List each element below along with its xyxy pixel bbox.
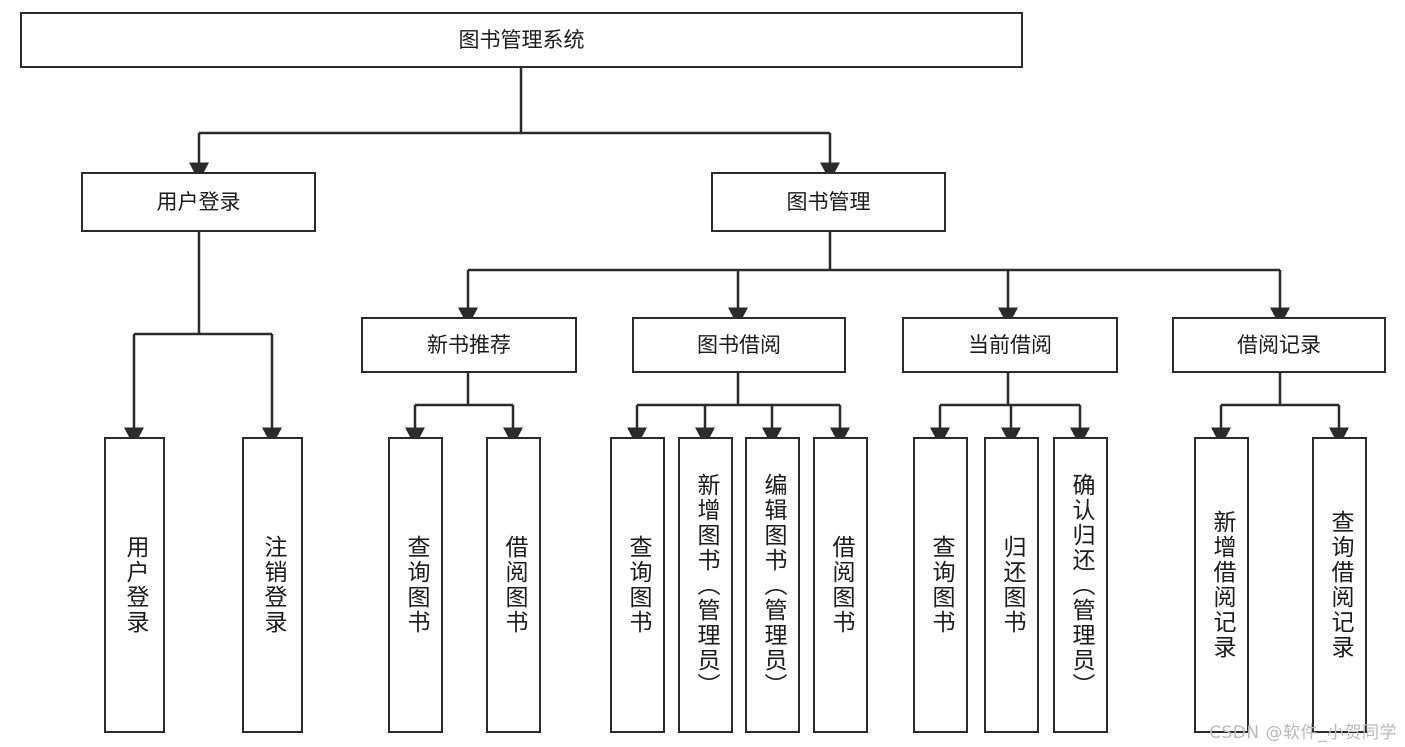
leaf-add-book-admin-label: 新增图书（管理员） bbox=[693, 472, 719, 698]
leaf-query-book-borrow[interactable]: 查询图书 bbox=[610, 437, 665, 733]
leaf-logout[interactable]: 注销登录 bbox=[242, 437, 303, 733]
node-new-book-recommend-label: 新书推荐 bbox=[427, 332, 511, 357]
leaf-query-book-borrow-label: 查询图书 bbox=[625, 535, 651, 635]
node-book-manage-label: 图书管理 bbox=[786, 189, 871, 214]
leaf-borrow-book-rec-label: 借阅图书 bbox=[501, 535, 527, 635]
node-borrow-record[interactable]: 借阅记录 bbox=[1172, 317, 1386, 373]
leaf-edit-book-admin[interactable]: 编辑图书（管理员） bbox=[745, 437, 800, 733]
leaf-query-borrow-record[interactable]: 查询借阅记录 bbox=[1312, 437, 1367, 733]
leaf-return-book[interactable]: 归还图书 bbox=[984, 437, 1039, 733]
leaf-add-borrow-record[interactable]: 新增借阅记录 bbox=[1194, 437, 1249, 733]
leaf-logout-label: 注销登录 bbox=[260, 535, 286, 635]
leaf-user-login-label: 用户登录 bbox=[122, 535, 148, 635]
leaf-query-book-current-label: 查询图书 bbox=[928, 535, 954, 635]
node-root[interactable]: 图书管理系统 bbox=[20, 12, 1023, 68]
node-book-borrow-label: 图书借阅 bbox=[697, 332, 781, 357]
node-current-borrow[interactable]: 当前借阅 bbox=[902, 317, 1118, 373]
node-current-borrow-label: 当前借阅 bbox=[968, 332, 1052, 357]
leaf-edit-book-admin-label: 编辑图书（管理员） bbox=[760, 472, 786, 698]
node-user-login[interactable]: 用户登录 bbox=[81, 172, 316, 232]
leaf-query-book-rec-label: 查询图书 bbox=[403, 535, 429, 635]
leaf-confirm-return-admin-label: 确认归还（管理员） bbox=[1068, 472, 1094, 698]
leaf-query-book-current[interactable]: 查询图书 bbox=[913, 437, 968, 733]
leaf-borrow-book-label: 借阅图书 bbox=[828, 535, 854, 635]
leaf-add-borrow-record-label: 新增借阅记录 bbox=[1209, 510, 1235, 660]
node-borrow-record-label: 借阅记录 bbox=[1237, 332, 1321, 357]
node-root-label: 图书管理系统 bbox=[458, 27, 585, 52]
watermark-text: CSDN @软件_小贺同学 bbox=[1209, 723, 1397, 743]
node-book-manage[interactable]: 图书管理 bbox=[711, 172, 946, 232]
leaf-borrow-book[interactable]: 借阅图书 bbox=[813, 437, 868, 733]
node-user-login-label: 用户登录 bbox=[156, 189, 241, 214]
leaf-borrow-book-rec[interactable]: 借阅图书 bbox=[486, 437, 541, 733]
node-book-borrow[interactable]: 图书借阅 bbox=[632, 317, 846, 373]
leaf-confirm-return-admin[interactable]: 确认归还（管理员） bbox=[1053, 437, 1108, 733]
leaf-user-login[interactable]: 用户登录 bbox=[104, 437, 165, 733]
leaf-query-book-rec[interactable]: 查询图书 bbox=[388, 437, 443, 733]
leaf-add-book-admin[interactable]: 新增图书（管理员） bbox=[678, 437, 733, 733]
leaf-return-book-label: 归还图书 bbox=[999, 535, 1025, 635]
node-new-book-recommend[interactable]: 新书推荐 bbox=[361, 317, 577, 373]
leaf-query-borrow-record-label: 查询借阅记录 bbox=[1327, 510, 1353, 660]
